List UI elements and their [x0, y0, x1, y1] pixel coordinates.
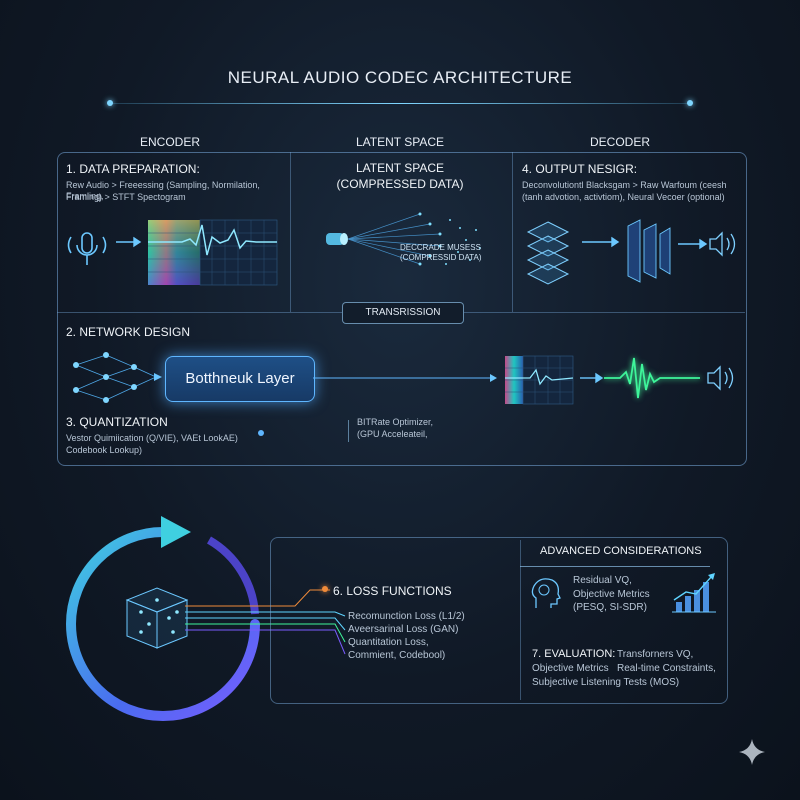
quantization-line2: Codebook Lookup) [66, 445, 143, 455]
arrow-icon [582, 236, 620, 248]
page-title: NEURAL AUDIO CODEC ARCHITECTURE [227, 68, 573, 87]
evaluation-title: 7. EVALUATION: [532, 648, 616, 660]
evaluation-line3: Subjective Listening Tests (MOS) [532, 677, 680, 688]
microphone-icon [67, 232, 107, 265]
transmission-label: TRANSRISSION [342, 302, 464, 324]
advanced-line-1: Residual VQ, [573, 575, 632, 586]
panel-col-divider-1 [290, 152, 291, 312]
advanced-title: ADVANCED CONSIDERATIONS [540, 545, 702, 557]
advanced-line-2: Objective Metrics [573, 589, 650, 600]
loss-item-1: Recomunction Loss (L1/2) [348, 611, 465, 622]
data-prep-title: 1. DATA PREPARATION: [66, 162, 200, 176]
advanced-box [520, 540, 727, 700]
output-line1: Deconvolutiontl Blacksgam > Raw Warfoum … [522, 180, 727, 190]
speaker-icon [707, 365, 734, 391]
title-divider [110, 103, 690, 104]
training-panel [270, 537, 728, 704]
loss-title: 6. LOSS FUNCTIONS [333, 584, 452, 598]
evaluation-col1: Objective Metrics [532, 663, 609, 674]
latent-label-2: (COMPRESSID DATA) [400, 253, 482, 262]
advanced-line-3: (PESQ, SI-SDR) [573, 602, 647, 613]
arrow-icon [116, 236, 142, 248]
latent-header: LATENT SPACE [355, 135, 445, 149]
arrow-icon [678, 238, 708, 250]
divider-dot-right [687, 100, 693, 106]
layer-stack-icon [526, 221, 570, 285]
speaker-icon [709, 231, 736, 257]
bottleneck-layer: Botthneuk Layer [165, 356, 315, 402]
loss-bullet [322, 586, 328, 592]
encoder-node-icon [326, 233, 348, 245]
bitrate-line1: BITRate Optimizer, [357, 417, 434, 427]
output-title: 4. OUTPUT NESIGR: [522, 162, 638, 176]
data-prep-line2: Framing) > STFT Spectogram [66, 192, 186, 202]
sparkle-icon [739, 739, 765, 765]
evaluation-col2a: Transforners VQ, [617, 649, 694, 660]
latent-title: LATENT SPACE [355, 161, 445, 175]
bar-chart-icon [672, 573, 716, 613]
decoder-graphic [526, 219, 736, 285]
quantization-line1: Vestor Quimiication (Q/VIE), VAEt LookAE… [66, 433, 238, 443]
divider-dot-left [107, 100, 113, 106]
bitrate-bracket [348, 420, 349, 442]
pipeline-panel [57, 152, 747, 466]
loop-arrow-icon [161, 516, 191, 548]
decoder-header: DECODER [589, 135, 650, 149]
latent-label-1: DECCRADE MUSESS [400, 243, 481, 252]
evaluation-col2b: Real-time Constraints, [617, 663, 716, 674]
encoder-header: ENCODER [139, 135, 200, 149]
bitrate-line2: (GPU Acceleateil, [357, 429, 428, 439]
advanced-divider [520, 566, 710, 567]
latent-subtitle: (COMPRESSED DATA) [336, 177, 464, 191]
head-icon [531, 578, 561, 608]
loss-item-3: Quantitation Loss, [348, 637, 429, 648]
loss-item-4: Commient, Codebool) [348, 650, 446, 661]
reconstructed-output-graphic [505, 355, 734, 405]
training-loop-graphic [66, 516, 260, 721]
data-prep-line1: Rew Audio > Freeessing (Sampling, Normil… [66, 180, 260, 201]
output-line2: (tanh advotion, activtiom), Neural Vecoe… [522, 192, 725, 202]
deconv-layers-icon [627, 219, 671, 283]
arrow-icon [580, 372, 604, 384]
network-title: 2. NETWORK DESIGN [66, 325, 191, 339]
quantization-title: 3. QUANTIZATION [66, 415, 168, 429]
panel-col-divider-2 [512, 152, 513, 312]
cube-icon [125, 587, 189, 649]
spectrogram-icon [148, 219, 278, 286]
encoder-input-graphic [67, 219, 278, 286]
spectrogram-icon [505, 355, 574, 405]
neural-network-icon [73, 352, 162, 403]
quant-dot [258, 430, 264, 436]
loss-item-2: Aveersarinal Loss (GAN) [348, 624, 459, 635]
loss-connectors [185, 589, 346, 655]
bottleneck-connectors [313, 374, 497, 382]
latent-compression-graphic [326, 212, 481, 266]
waveform-icon [604, 357, 700, 399]
